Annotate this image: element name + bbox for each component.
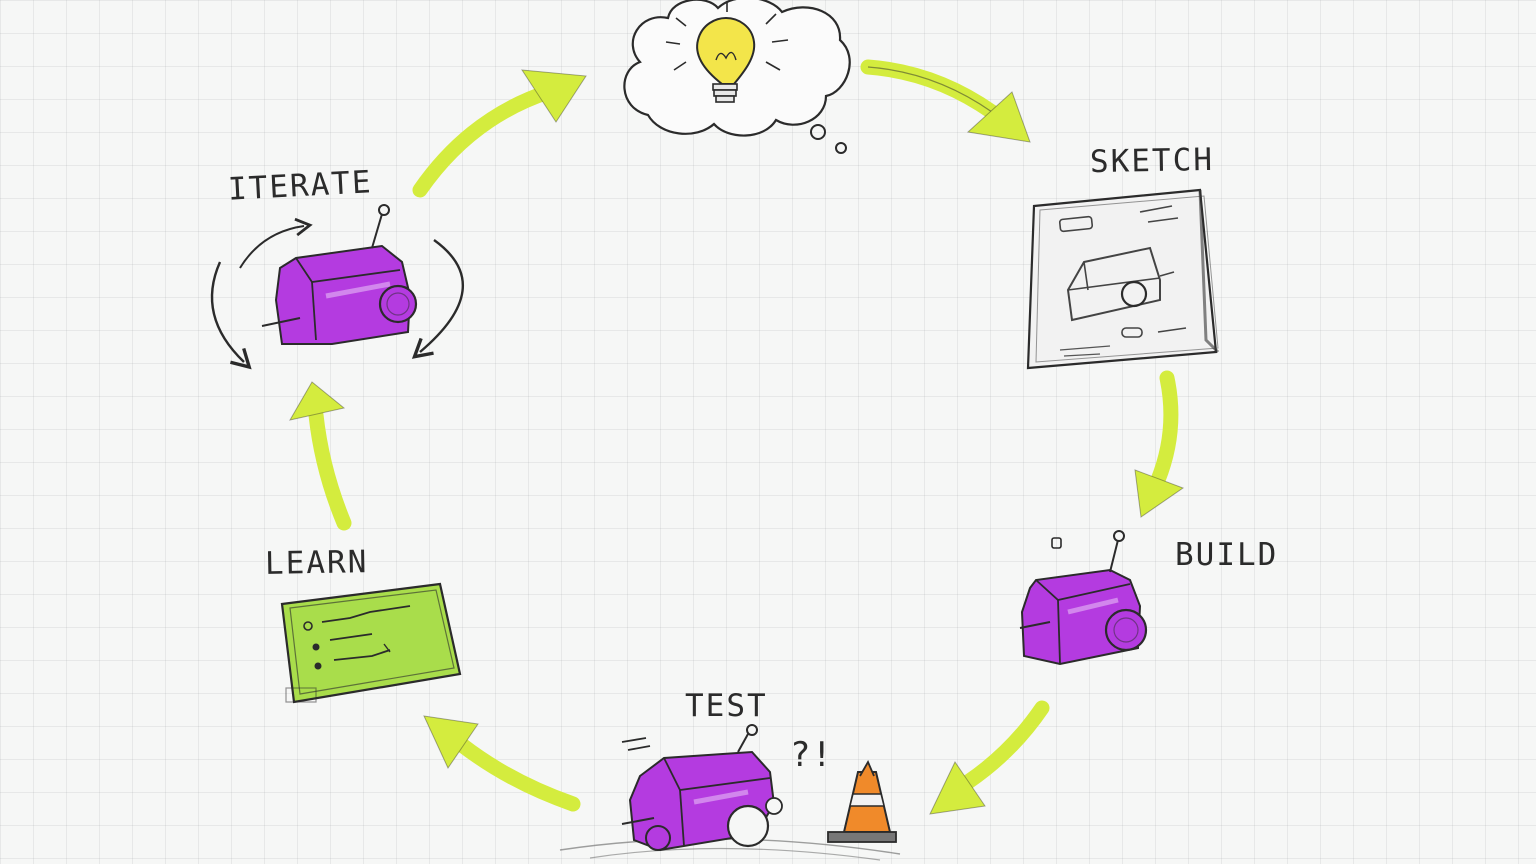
robot-and-traffic-cone-icon — [559, 724, 901, 861]
blueprint-sketch-icon — [1026, 188, 1220, 370]
stage-label-test: TEST — [685, 688, 768, 724]
test-reaction-mark: ?! — [790, 735, 833, 775]
arrow-iterate-to-idea — [412, 69, 587, 198]
stage-label-iterate: ITERATE — [227, 164, 374, 208]
arrow-test-to-learn — [423, 715, 581, 812]
robot-icon — [1019, 530, 1148, 666]
stage-label-sketch: SKETCH — [1089, 141, 1215, 181]
robot-with-cycle-arrows-icon — [210, 204, 465, 370]
arrow-idea-to-sketch — [860, 59, 1031, 143]
stage-label-learn: LEARN — [264, 544, 369, 582]
arrow-build-to-test — [929, 700, 1050, 815]
lightbulb-thought-cloud-icon — [623, 0, 851, 154]
stage-label-build: BUILD — [1175, 537, 1279, 573]
arrow-sketch-to-build — [1134, 370, 1185, 518]
arrow-learn-to-iterate — [288, 381, 352, 531]
notes-screen-icon — [280, 582, 462, 704]
